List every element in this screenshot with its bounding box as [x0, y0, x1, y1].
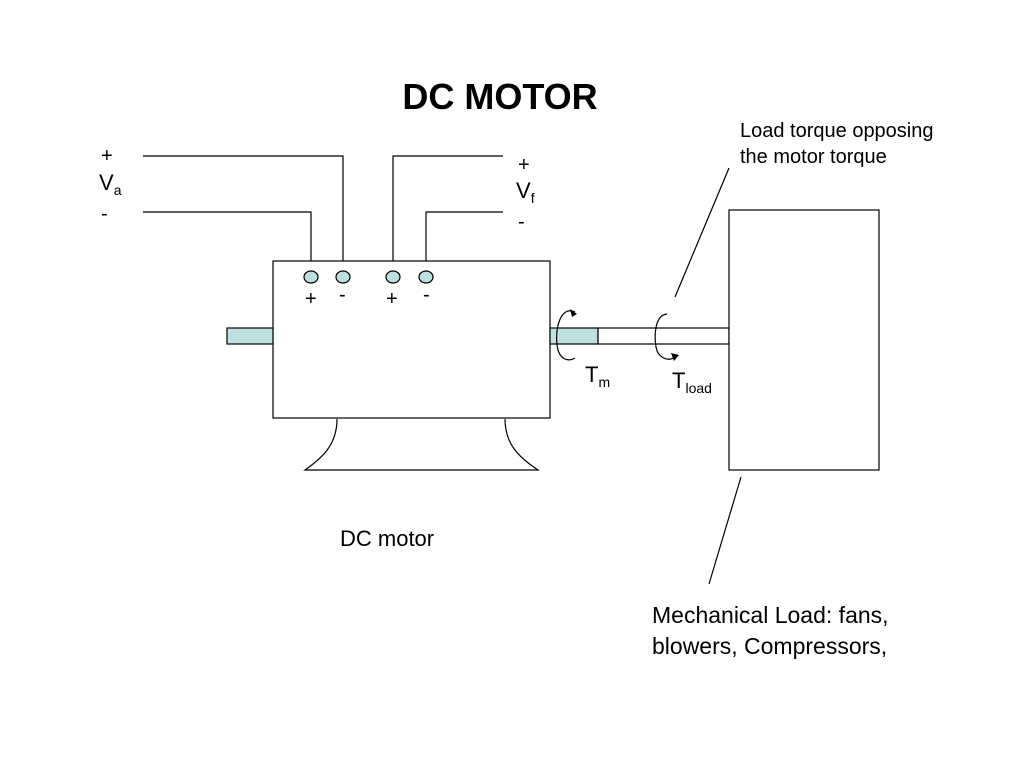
load-torque-label: Tload	[672, 368, 712, 396]
armature-positive-terminal	[303, 270, 319, 284]
mechanical-load-note-line-2: blowers, Compressors,	[652, 633, 888, 659]
terminal-label-field-minus: -	[423, 284, 430, 306]
motor-torque-symbol: T	[585, 362, 599, 387]
field-positive-terminal	[385, 270, 401, 284]
terminal-label-armature-plus: +	[305, 288, 317, 310]
load-torque-symbol: T	[672, 368, 686, 393]
armature-negative-terminal	[335, 270, 351, 284]
motor-caption: DC motor	[340, 526, 435, 551]
armature-positive-lead	[143, 155, 344, 272]
rear-shaft	[226, 327, 274, 345]
armature-voltage-subscript: a	[113, 182, 122, 198]
armature-negative-lead	[143, 211, 312, 272]
load-torque-arrow	[654, 313, 676, 360]
mechanical-load-pointer	[708, 476, 742, 585]
motor-torque-label: Tm	[585, 362, 611, 390]
load-torque-arrowhead	[671, 353, 679, 361]
armature-voltage-label: Va	[99, 170, 122, 198]
field-positive-lead	[392, 155, 503, 272]
terminal-label-field-plus: +	[386, 288, 398, 310]
mechanical-load-note-line-1: Mechanical Load: fans,	[652, 602, 889, 628]
field-minus-label: -	[518, 211, 525, 233]
motor-torque-arrow	[555, 310, 576, 361]
page-title: DC MOTOR	[402, 76, 598, 117]
load-torque-subscript: load	[685, 380, 712, 396]
coupling-shaft	[597, 327, 730, 345]
motor-base	[303, 418, 540, 471]
field-negative-terminal	[418, 270, 434, 284]
armature-minus-label: -	[101, 203, 108, 225]
field-plus-label: +	[518, 154, 530, 176]
field-negative-lead	[425, 211, 503, 272]
load-torque-note: Load torque opposing the motor torque	[740, 118, 934, 170]
load-torque-note-line-2: the motor torque	[740, 146, 887, 168]
armature-voltage-symbol: V	[99, 170, 114, 195]
motor-torque-subscript: m	[598, 374, 611, 390]
field-voltage-subscript: f	[530, 190, 535, 206]
mechanical-load-note: Mechanical Load: fans, blowers, Compress…	[652, 600, 889, 662]
field-voltage-label: Vf	[516, 178, 535, 206]
motor-body	[272, 260, 551, 419]
load-torque-pointer	[674, 167, 730, 298]
armature-plus-label: +	[101, 145, 113, 167]
motor-torque-arrowhead	[570, 309, 577, 317]
terminal-label-armature-minus: -	[339, 284, 346, 306]
load-torque-note-line-1: Load torque opposing	[740, 120, 934, 142]
field-voltage-symbol: V	[516, 178, 531, 203]
mechanical-load-box	[728, 209, 880, 471]
